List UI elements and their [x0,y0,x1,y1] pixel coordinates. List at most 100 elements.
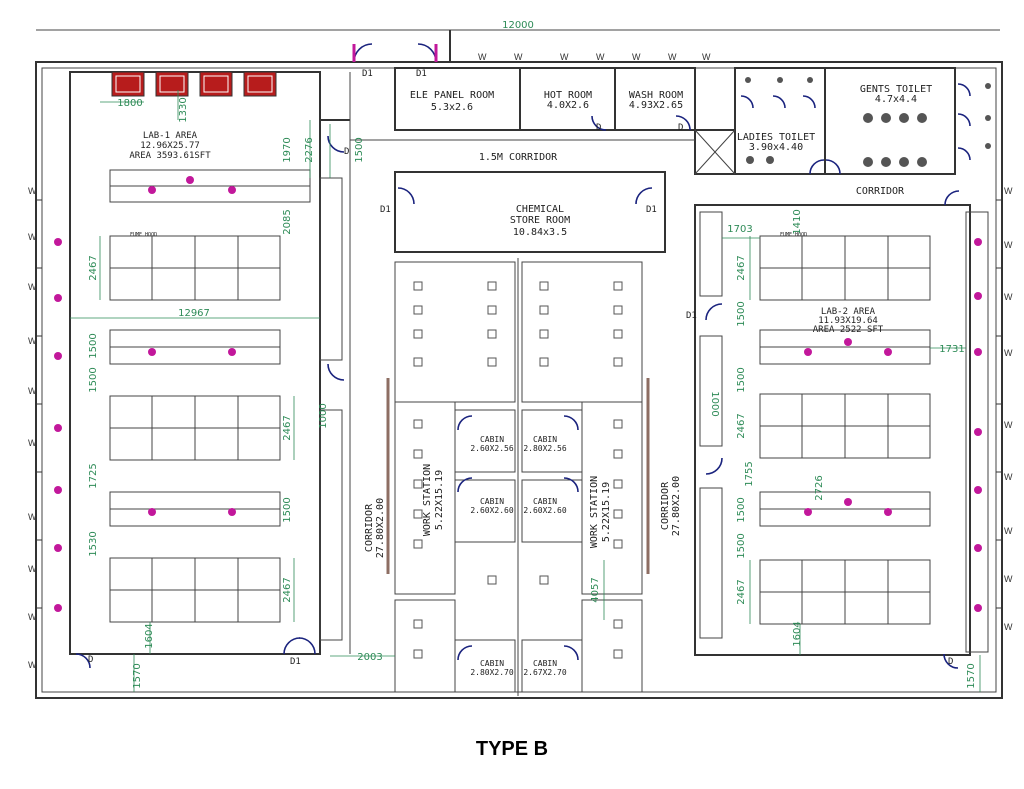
window-marks [36,199,1002,609]
chemical-store-size: 10.84x3.5 [513,227,567,238]
dim-1570b: 1570 [966,663,977,688]
fume-hood-tag: FUME HOOD [130,232,157,238]
dim-2467a: 2467 [88,255,99,280]
window-tag: W [632,52,641,62]
corridor-right-size: 27.80X2.00 [671,476,682,536]
cabin-6-name: CABIN [533,659,557,668]
cabin-5-size: 2.80X2.70 [470,668,514,677]
ladies-toilet-name: LADIES TOILET [737,132,815,143]
window-tag: W [28,386,37,396]
door-tag: D1 [380,205,391,215]
dim-1755: 1755 [744,461,755,486]
window-tag: W [478,52,487,62]
central-block [350,139,695,696]
lab1-size: 12.96X25.77 [140,141,200,151]
work-station-right-size: 5.22X15.19 [601,482,612,542]
lab1-name: LAB-1 AREA [143,131,198,141]
window-tag: W [1004,526,1013,536]
dimension-lines [70,90,981,692]
dim-1000b: 1000 [709,391,720,416]
lab2-stools [804,238,982,612]
window-tag: W [1004,348,1013,358]
dim-1500d: 1500 [282,497,293,522]
toilet-fixtures [745,77,991,167]
window-tag: W [28,660,37,670]
workstation-chairs [413,281,623,659]
dim-2085: 2085 [282,209,293,234]
window-tag: W [1004,574,1013,584]
service-block [394,67,956,175]
dim-1570a: 1570 [132,663,143,688]
window-tag: W [28,438,37,448]
ladies-toilet-size: 3.90x4.40 [749,142,803,153]
hot-room-size: 4.0X2.6 [547,100,589,111]
door-tag: D1 [686,311,697,321]
cabin-4-size: 2.60X2.60 [523,506,567,515]
corridor-left-size: 27.80X2.00 [375,498,386,558]
door-tag: D [678,123,683,133]
dim-2467f: 2467 [736,579,747,604]
dim-1725: 1725 [88,463,99,488]
lab2-benches [759,235,931,625]
window-tag: W [668,52,677,62]
dim-12967: 12967 [178,308,210,319]
cabin-6-size: 2.67X2.70 [523,668,567,677]
lab2-size: 11.93X19.64 [818,316,878,326]
dim-1731: 1731 [939,344,964,355]
dim-1410: 1410 [792,209,803,234]
window-tag: W [28,612,37,622]
lab2-outline [694,204,989,656]
corridor-right-top: CORRIDOR [856,186,905,197]
window-tag: W [28,232,37,242]
window-tag: W [514,52,523,62]
lab1-stools [54,176,236,612]
door-tag: D1 [646,205,657,215]
window-tag: W [1004,186,1013,196]
dim-1604b: 1604 [792,621,803,646]
dim-1500e: 1500 [736,301,747,326]
gents-toilet-name: GENTS TOILET [860,84,932,95]
dim-1500c: 1500 [88,367,99,392]
plan-caption: TYPE B [475,738,549,760]
window-tag: W [28,336,37,346]
dim-1500b: 1500 [88,333,99,358]
window-tag: W [28,282,37,292]
door-tag: D1 [416,69,427,79]
window-tag: W [1004,472,1013,482]
dim-4057: 4057 [590,577,601,602]
corridor-15m: 1.5M CORRIDOR [479,152,558,163]
lab1-benches [109,169,311,623]
dim-1800: 1800 [117,98,142,109]
dim-2467d: 2467 [736,255,747,280]
cabin-3-name: CABIN [480,497,504,506]
wash-room-size: 4.93X2.65 [629,100,683,111]
dim-1703: 1703 [727,224,752,235]
door-swings [75,43,971,669]
dim-2276: 2276 [304,137,315,162]
ele-panel-size: 5.3x2.6 [431,102,473,113]
window-tag: W [1004,622,1013,632]
window-tag: W [1004,292,1013,302]
window-tag: W [1004,240,1013,250]
window-tag: W [28,564,37,574]
dim-1530: 1530 [88,531,99,556]
dim-1970: 1970 [282,137,293,162]
dim-2467e: 2467 [736,413,747,438]
cabin-5-name: CABIN [480,659,504,668]
dim-2003: 2003 [357,652,382,663]
fume-cabinets-top [111,71,277,97]
door-tag: D1 [362,69,373,79]
dim-1500a: 1500 [354,137,365,162]
lab1-area: AREA 3593.61SFT [129,151,211,161]
cabin-2-size: 2.80X2.56 [523,444,567,453]
door-tag: D [948,657,953,667]
fume-hood-tag: FUME HOOD [780,232,807,238]
cabin-4-name: CABIN [533,497,557,506]
lab2-area: AREA 2522 SFT [813,325,884,335]
dim-1500f: 1500 [736,367,747,392]
corridor-left-name: CORRIDOR [364,503,375,552]
work-station-left-size: 5.22X15.19 [434,470,445,530]
wash-room-name: WASH ROOM [629,90,683,101]
cabin-1-size: 2.60X2.56 [470,444,514,453]
